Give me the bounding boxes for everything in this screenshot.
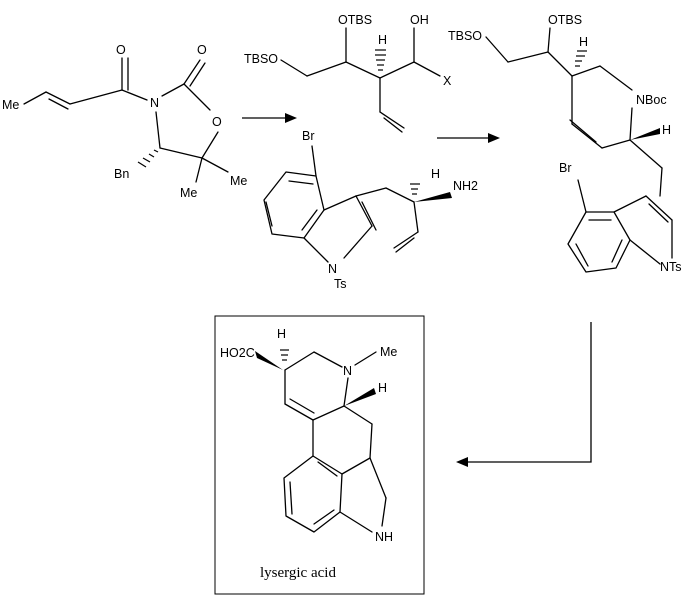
atom-n: N: [343, 364, 352, 378]
atom-ho2c: HO2C: [220, 346, 255, 360]
atom-otbs: OTBS: [548, 13, 582, 27]
reaction-arrow-3: [456, 322, 592, 467]
atom-nh: NH: [375, 530, 393, 544]
oxazolidinone-structure: Me O N O O Bn Me: [2, 43, 247, 200]
indole-bonds-2: [567, 179, 673, 273]
atom-h: H: [378, 33, 387, 47]
lysergic-acid-label: lysergic acid: [260, 565, 336, 581]
aldol-bonds: [280, 27, 441, 133]
tetrahydropyridine-bonds: [485, 27, 663, 197]
atom-nboc: NBoc: [636, 93, 667, 107]
atom-n: N: [150, 96, 159, 110]
atom-br: Br: [302, 129, 315, 143]
atom-oh: OH: [410, 13, 429, 27]
atom-me-b: Me: [180, 186, 197, 200]
atom-otbs: OTBS: [338, 13, 372, 27]
atom-h-right: H: [662, 123, 671, 137]
atom-h: H: [431, 167, 440, 181]
atom-x: X: [443, 74, 452, 88]
aldol-intermediate-structure: OTBS OH H TBSO X: [244, 13, 452, 133]
tetrahydropyridine-structure: OTBS TBSO H NBoc H Br NTs: [448, 13, 682, 274]
reaction-arrow-2: [437, 133, 500, 143]
atom-h-top: H: [579, 35, 588, 49]
indole-bonds: [263, 145, 452, 263]
atom-n: N: [328, 262, 337, 276]
atom-bn: Bn: [114, 167, 129, 181]
reaction-arrow-1: [242, 113, 297, 123]
atom-nts: NTs: [660, 260, 682, 274]
atom-ring-carbonyl-o: O: [197, 43, 207, 57]
crotonyl-bonds: [23, 57, 148, 110]
atom-tbso: TBSO: [448, 29, 482, 43]
lysergic-acid-frame: [214, 315, 425, 595]
atom-me-a: Me: [230, 174, 247, 188]
atom-ring-o: O: [212, 115, 222, 129]
lysergic-acid-panel: H HO2C N Me H NH: [214, 315, 425, 595]
atom-carbonyl-o: O: [116, 43, 126, 57]
atom-h-top: H: [277, 327, 286, 341]
atom-ts: Ts: [334, 277, 347, 291]
atom-h-right: H: [378, 381, 387, 395]
lysergic-acid-bonds: [255, 349, 387, 533]
atom-br: Br: [559, 161, 572, 175]
atom-tbso: TBSO: [244, 52, 278, 66]
oxazolidinone-ring: [137, 59, 229, 183]
tryptamine-fragment-structure: Br H NH2 N Ts: [263, 129, 478, 291]
atom-me: Me: [380, 345, 397, 359]
atom-nh2: NH2: [453, 179, 478, 193]
atom-me-left: Me: [2, 98, 19, 112]
